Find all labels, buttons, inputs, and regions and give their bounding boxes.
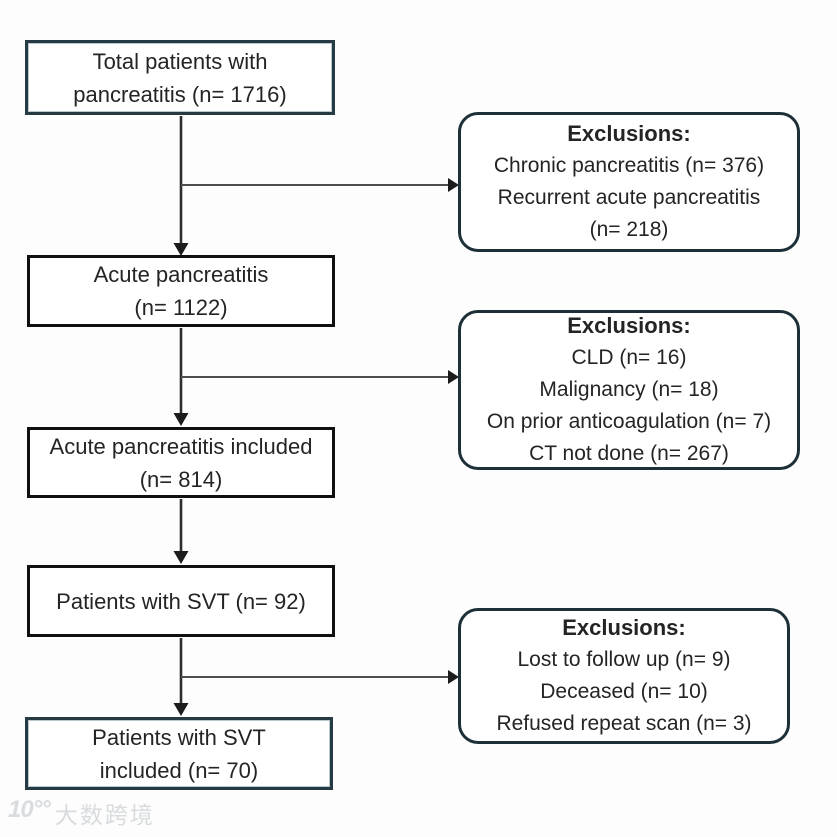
node-patients-with-svt-included: Patients with SVT included (n= 70) [25, 717, 333, 790]
exclusion-box-1: Exclusions: Chronic pancreatitis (n= 376… [458, 112, 800, 252]
exclusion-item: (n= 218) [589, 218, 669, 241]
exclusion-title: Exclusions: [567, 313, 691, 338]
node-patients-with-svt: Patients with SVT (n= 92) [27, 565, 335, 637]
exclusion-item: CLD (n= 16) [571, 346, 687, 369]
exclusion-box-2: Exclusions: CLD (n= 16) Malignancy (n= 1… [458, 310, 800, 470]
exclusion-item: On prior anticoagulation (n= 7) [486, 410, 772, 433]
node-text-line: (n= 1122) [134, 295, 228, 320]
exclusion-item: Lost to follow up (n= 9) [517, 648, 731, 671]
connector-svt-to-svt-included [173, 638, 189, 716]
watermark-text: 大数跨境 [54, 802, 155, 828]
node-total-patients: Total patients with pancreatitis (n= 171… [25, 40, 335, 115]
node-text-line: included (n= 70) [99, 757, 259, 783]
connector-acute-to-included [173, 328, 189, 426]
exclusion-item: Chronic pancreatitis (n= 376) [493, 154, 765, 177]
connector-total-to-acute [173, 116, 189, 256]
exclusion-item: Refused repeat scan (n= 3) [496, 712, 752, 735]
node-text-line: Acute pancreatitis included [49, 433, 313, 459]
connector-branch-exclusions-2 [181, 370, 459, 384]
exclusion-title: Exclusions: [567, 121, 691, 146]
node-text-line: Acute pancreatitis [93, 262, 269, 287]
node-text-line: Patients with SVT (n= 92) [56, 588, 306, 614]
exclusion-item: Deceased (n= 10) [540, 680, 708, 703]
exclusion-item: Malignancy (n= 18) [539, 378, 719, 401]
connector-branch-exclusions-3 [181, 670, 459, 684]
node-acute-pancreatitis: Acute pancreatitis (n= 1122) [27, 255, 335, 327]
exclusion-box-3: Exclusions: Lost to follow up (n= 9) Dec… [458, 608, 790, 744]
connector-branch-exclusions-1 [181, 178, 459, 192]
connector-included-to-svt [173, 499, 189, 564]
node-text-line: pancreatitis (n= 1716) [73, 81, 287, 107]
exclusion-item: Recurrent acute pancreatitis [497, 186, 761, 209]
node-text-line: Patients with SVT [92, 724, 266, 750]
watermark-logo-icon: 10°° [8, 796, 51, 823]
node-text-line: (n= 814) [139, 466, 223, 492]
exclusion-item: CT not done (n= 267) [529, 442, 729, 465]
watermark: 10°° 大数跨境 [8, 796, 155, 830]
node-text-line: Total patients with [92, 48, 268, 74]
node-acute-pancreatitis-included: Acute pancreatitis included (n= 814) [27, 427, 335, 498]
exclusion-title: Exclusions: [562, 615, 686, 640]
